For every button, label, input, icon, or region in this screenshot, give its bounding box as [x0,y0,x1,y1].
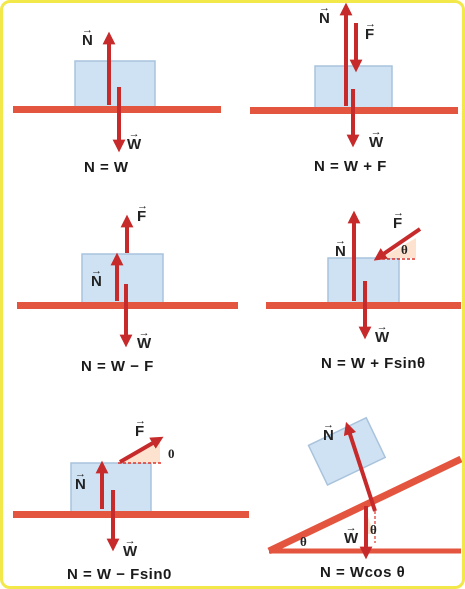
weight-label-p3: →W [137,327,152,352]
applied-force-arrow-p5 [118,436,164,464]
incline-angle-label-p6: θ [300,534,307,549]
applied-force-label-p5: →F [135,415,146,440]
diagram-graphics [13,3,462,560]
normal-label-p1: →N [82,24,93,49]
weight-angle-label-p6: θ [370,522,377,537]
applied-force-arrow-p4 [373,227,422,261]
block-p1 [74,60,156,108]
weight-label-p4: →W [375,321,390,346]
surface-p5 [13,511,249,518]
weight-label-p6: →W [344,522,359,547]
equation-p4: N = W + Fsinθ [321,355,426,372]
weight-label-p1: →W [127,128,142,153]
normal-label-p4: →N [335,235,346,260]
angle-label-p4: θ [401,242,408,257]
equation-p6: N = Wcos θ [320,564,406,581]
applied-force-label-p3: →F [137,200,148,225]
block-p6 [307,416,387,487]
weight-label-p2: →W [369,126,384,151]
equation-p1: N = W [84,159,129,176]
equation-p3: N = W − F [81,358,154,375]
angle-label-p5: 0 [168,446,175,461]
applied-force-label-p4: →F [393,207,404,232]
normal-label-p3: →N [91,265,102,290]
normal-arrow-p6 [343,421,377,512]
angle-wedge-p4 [381,238,416,258]
weight-label-p5: →W [123,535,138,560]
normal-label-p6: →N [323,419,334,444]
applied-force-label-p2: →F [365,18,376,43]
normal-label-p5: →N [75,468,86,493]
equation-p5: N = W − Fsin0 [67,566,172,583]
normal-label-p2: →N [319,2,330,27]
incline-surface-p6 [267,455,462,555]
equation-p2: N = W + F [314,158,387,175]
